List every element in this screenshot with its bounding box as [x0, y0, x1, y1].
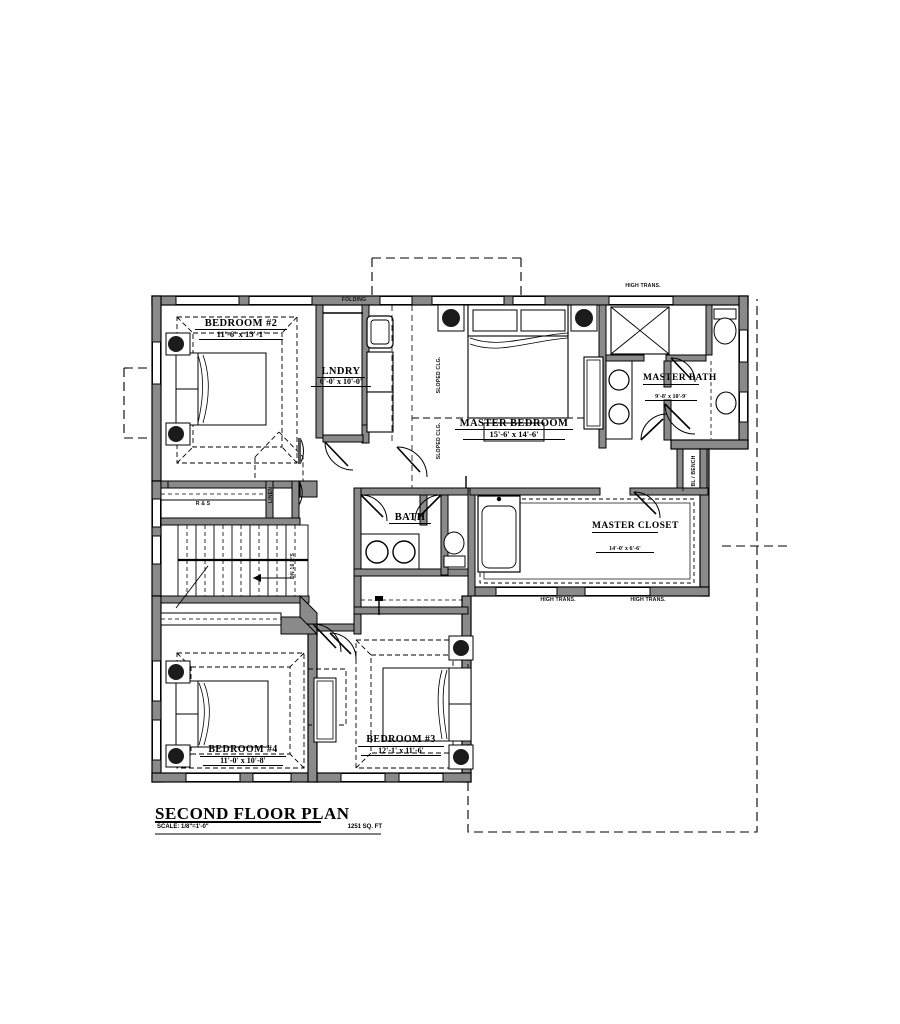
scale-note: SCALE: 1/8"=1'-0" — [157, 824, 209, 830]
master-bath-fixtures — [605, 306, 737, 441]
high-transom-label-3: HIGH TRANS. — [630, 597, 666, 603]
hook-bench-label: BL / BENCH — [691, 455, 697, 487]
sloped-ceiling-label-1: SLOPED CLG. — [436, 356, 443, 394]
room-label-laundry: LNDRY — [317, 366, 365, 379]
room-label-bath: BATH — [389, 512, 431, 525]
staircase — [160, 480, 319, 635]
room-dim-laundry: 6'-0' x 10'-0' — [311, 377, 371, 388]
room-dim-master-bath: 9'-8' x 10'-9' — [645, 394, 697, 402]
room-dim-bedroom3: 12'-1' x 11'-6' — [361, 746, 441, 757]
laundry-fixtures — [323, 305, 428, 478]
folding-label: FOLDING — [341, 297, 367, 303]
windows — [152, 296, 748, 782]
room-dim-master-bedroom: 15'-6' x 14'-6' — [463, 430, 565, 440]
hall-bath-fixtures — [360, 476, 521, 601]
high-transom-label-1: HIGH TRANS. — [625, 283, 661, 289]
master-bedroom-furniture — [411, 304, 604, 488]
area-note: 1251 SQ. FT — [347, 824, 382, 830]
title-rules — [155, 820, 381, 835]
bedroom3-furniture — [313, 596, 474, 770]
high-transom-label-2: HIGH TRANS. — [540, 597, 576, 603]
page-title: SECOND FLOOR PLAN — [155, 804, 350, 823]
room-dim-bedroom4: 11'-0' x 10'-8' — [203, 756, 283, 767]
room-label-master-bedroom: MASTER BEDROOM — [455, 418, 573, 431]
stair-direction-label: DN 16 R'S — [290, 553, 296, 579]
bedroom2-furniture — [165, 316, 304, 481]
room-label-bedroom2: BEDROOM #2 — [195, 318, 287, 331]
sloped-ceiling-label-2: SLOPED CLG. — [436, 422, 443, 460]
bedroom4-furniture — [165, 623, 347, 769]
room-label-bedroom3: BEDROOM #3 — [358, 734, 444, 747]
shelf-rod-label: R & S — [195, 501, 211, 507]
room-label-bedroom4: BEDROOM #4 — [200, 744, 286, 757]
linen-label: LINEN — [268, 486, 274, 504]
room-label-master-closet: MASTER CLOSET — [592, 521, 679, 533]
room-dim-bedroom2: 11'-6' x 13'-1' — [199, 330, 283, 340]
room-dim-master-closet: 14'-0' x 6'-6' — [596, 546, 654, 554]
room-label-master-bath: MASTER BATH — [643, 373, 717, 385]
